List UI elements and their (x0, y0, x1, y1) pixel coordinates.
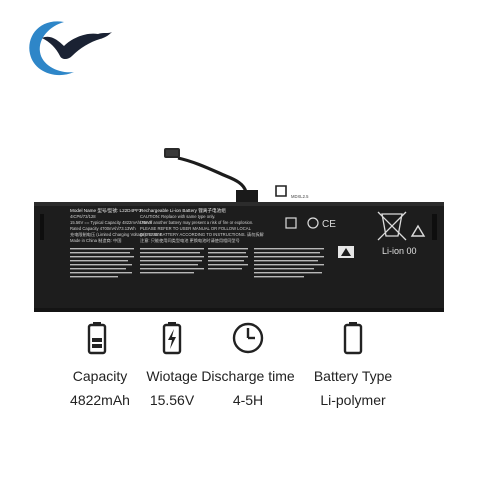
spec-label: Discharge time (201, 368, 295, 384)
spec-battery-type: Battery Type Li-polymer (293, 318, 413, 408)
svg-text:CAUTION: Replace with same typ: CAUTION: Replace with same type only. (140, 214, 215, 219)
weee-bin-icon (377, 211, 407, 241)
spec-value: 15.56V (149, 392, 195, 408)
svg-text:4ICP6/73/128: 4ICP6/73/128 (70, 214, 96, 219)
battery-level-icon (87, 322, 107, 355)
connector-label: MDXL2.5 (291, 194, 309, 199)
logo-bird (42, 32, 112, 59)
svg-text:Rechargeable Li-ion Battery 锂离: Rechargeable Li-ion Battery 锂离子电池组 (140, 207, 226, 214)
warning-text-blocks (70, 248, 324, 278)
battery-cable (177, 156, 248, 198)
svg-text:充电限制电压 (Limited Charging Volta: 充电限制电压 (Limited Charging Voltage): 17.92… (70, 231, 162, 238)
li-ion-mark: Li-ion 00 (382, 246, 417, 256)
spec-value: 4-5H (232, 392, 264, 408)
svg-text:Use of another battery may pre: Use of another battery may present a ris… (140, 220, 253, 225)
center-caution-label: Rechargeable Li-ion Battery 锂离子电池组 CAUTI… (140, 207, 264, 244)
spec-label: Capacity (72, 368, 128, 384)
logo-ring (29, 21, 74, 76)
svg-text:Made in China 制造商: 中国: Made in China 制造商: 中国 (70, 237, 121, 244)
svg-text:CE: CE (322, 219, 336, 230)
battery-connector-block (236, 190, 258, 204)
brand-logo (29, 21, 112, 76)
battery-photo: MDXL2.5 Model Name 型号/型號: L22D4PF3 4ICP6… (34, 148, 444, 312)
spec-value: Li-polymer (320, 392, 386, 408)
empty-battery-icon (343, 322, 363, 355)
svg-text:注意: 只能使用同类型电池 更换电池时请使用相同型号: 注意: 只能使用同类型电池 更换电池时请使用相同型号 (140, 237, 240, 244)
svg-text:Model Name 型号/型號: L22D4PF3: Model Name 型号/型號: L22D4PF3 (70, 207, 142, 214)
recycle-icon (410, 224, 426, 237)
left-spec-label: Model Name 型号/型號: L22D4PF3 4ICP6/73/128 … (70, 207, 162, 244)
svg-text:PLEASE REFER TO USER MANUAL OR: PLEASE REFER TO USER MANUAL OR FOLLOW LO… (140, 226, 252, 231)
spec-value: 4822mAh (70, 392, 130, 408)
spec-label: Battery Type (313, 368, 393, 384)
svg-text:Rated Capacity 4700mAh/73.13Wh: Rated Capacity 4700mAh/73.13Wh (70, 226, 136, 231)
spec-label: Wiotage (146, 368, 198, 384)
spec-discharge-time: Discharge time 4-5H (188, 318, 308, 408)
svg-text:15.56V == Typical Capacity 482: 15.56V == Typical Capacity 4822mAh/75Wh (70, 220, 153, 225)
clock-icon (232, 322, 264, 354)
spec-capacity: Capacity 4822mAh (40, 318, 160, 408)
certification-marks: CE (285, 217, 336, 230)
spec-voltage: Wiotage 15.56V (112, 318, 232, 408)
svg-text:DISPOSE BATTERY ACCORDING TO I: DISPOSE BATTERY ACCORDING TO INSTRUCTION… (140, 231, 264, 238)
lightning-battery-icon (162, 322, 182, 355)
